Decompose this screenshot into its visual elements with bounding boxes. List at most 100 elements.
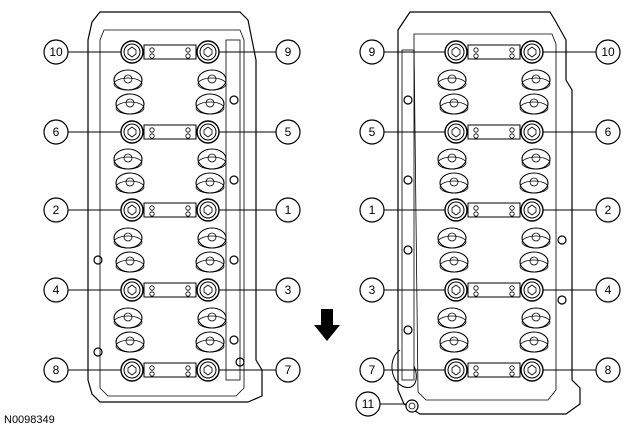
right-head-callout-4: 4 [543,277,621,303]
callout-number: 8 [53,363,60,377]
valve-spring [197,148,227,170]
head-bolt [196,278,220,302]
valve-spring [437,69,467,91]
right-head-rail [401,49,415,381]
left-head-boss [229,95,239,105]
left-head-callout-3: 3 [219,277,301,303]
valve-spring [439,251,469,273]
valve-spring [115,93,145,115]
callout-number: 5 [285,125,292,139]
callout-number: 1 [285,203,292,217]
valve-spring [521,307,551,329]
left-head-inner-outline [99,29,245,397]
valve-spring [197,307,227,329]
head-bolt [120,358,144,382]
right-head-boss [557,295,567,305]
valve-spring [195,331,225,353]
right-head-boss [403,175,413,185]
figure-id: N0098349 [4,414,55,426]
cam-bearing-cap [143,44,197,60]
left-head-callout-4: 4 [43,277,121,303]
callout-number: 7 [369,363,376,377]
callout-number: 1 [369,203,376,217]
cam-bearing-cap [467,362,521,378]
right-head-boss [403,245,413,255]
callout-number: 8 [605,363,612,377]
valve-spring [437,148,467,170]
right-head-callout-10: 10 [543,39,621,65]
callout-number: 4 [53,283,60,297]
valve-spring [439,172,469,194]
right-head-callout-11: 11 [355,391,408,417]
head-bolt [196,40,220,64]
left-head-boss [229,175,239,185]
valve-spring [519,251,549,273]
head-bolt [120,198,144,222]
callout-number: 6 [605,125,612,139]
valve-spring [195,251,225,273]
head-bolt [444,198,468,222]
left-head-callout-9: 9 [219,39,301,65]
right-head-callout-2: 2 [543,197,621,223]
valve-spring [521,227,551,249]
valve-spring [519,93,549,115]
valve-spring [113,227,143,249]
left-head-callout-7: 7 [219,357,301,383]
head-bolt [520,358,544,382]
head-bolt [444,278,468,302]
head-bolt [196,358,220,382]
head-bolt [120,120,144,144]
right-cylinder-head [391,11,581,415]
valve-spring [115,331,145,353]
head-bolt [444,120,468,144]
left-head-callout-6: 6 [43,119,121,145]
valve-spring [521,148,551,170]
valve-spring [115,172,145,194]
right-head-tube [391,349,417,388]
callout-number: 4 [605,283,612,297]
right-head-callout-3: 3 [359,277,445,303]
callout-number: 9 [369,45,376,59]
left-head-boss [93,255,103,265]
callout-number: 2 [53,203,60,217]
left-head-callout-10: 10 [43,39,121,65]
left-head-boss [229,335,239,345]
valve-spring [519,172,549,194]
callout-number: 3 [285,283,292,297]
left-head-callout-1: 1 [219,197,301,223]
callout-number: 11 [362,397,375,411]
head-bolt [120,40,144,64]
cam-bearing-cap [467,44,521,60]
callout-number: 6 [53,125,60,139]
callout-number: 10 [601,45,615,59]
left-head-callout-8: 8 [43,357,121,383]
head-bolt [196,120,220,144]
callout-number: 2 [605,203,612,217]
valve-spring [439,331,469,353]
right-head-callout-6: 6 [543,119,621,145]
valve-spring [115,251,145,273]
right-head-boss [403,325,413,335]
left-head-boss [235,357,245,367]
valve-spring [437,307,467,329]
right-head-callout-9: 9 [359,39,445,65]
head-bolt [444,40,468,64]
callout-number: 10 [49,45,63,59]
cam-bearing-cap [143,282,197,298]
head-bolt [520,40,544,64]
valve-spring [197,69,227,91]
left-cylinder-head [87,11,263,403]
right-head-callout-7: 7 [359,357,445,383]
right-head-callout-8: 8 [543,357,621,383]
cam-bearing-cap [467,202,521,218]
right-head-callout-1: 1 [359,197,445,223]
valve-spring [437,227,467,249]
right-head-callout-5: 5 [359,119,445,145]
right-head-boss [557,235,567,245]
callout-number: 7 [285,363,292,377]
head-bolt [520,198,544,222]
left-head-callout-5: 5 [219,119,301,145]
valve-spring [197,227,227,249]
callout-number: 3 [369,283,376,297]
